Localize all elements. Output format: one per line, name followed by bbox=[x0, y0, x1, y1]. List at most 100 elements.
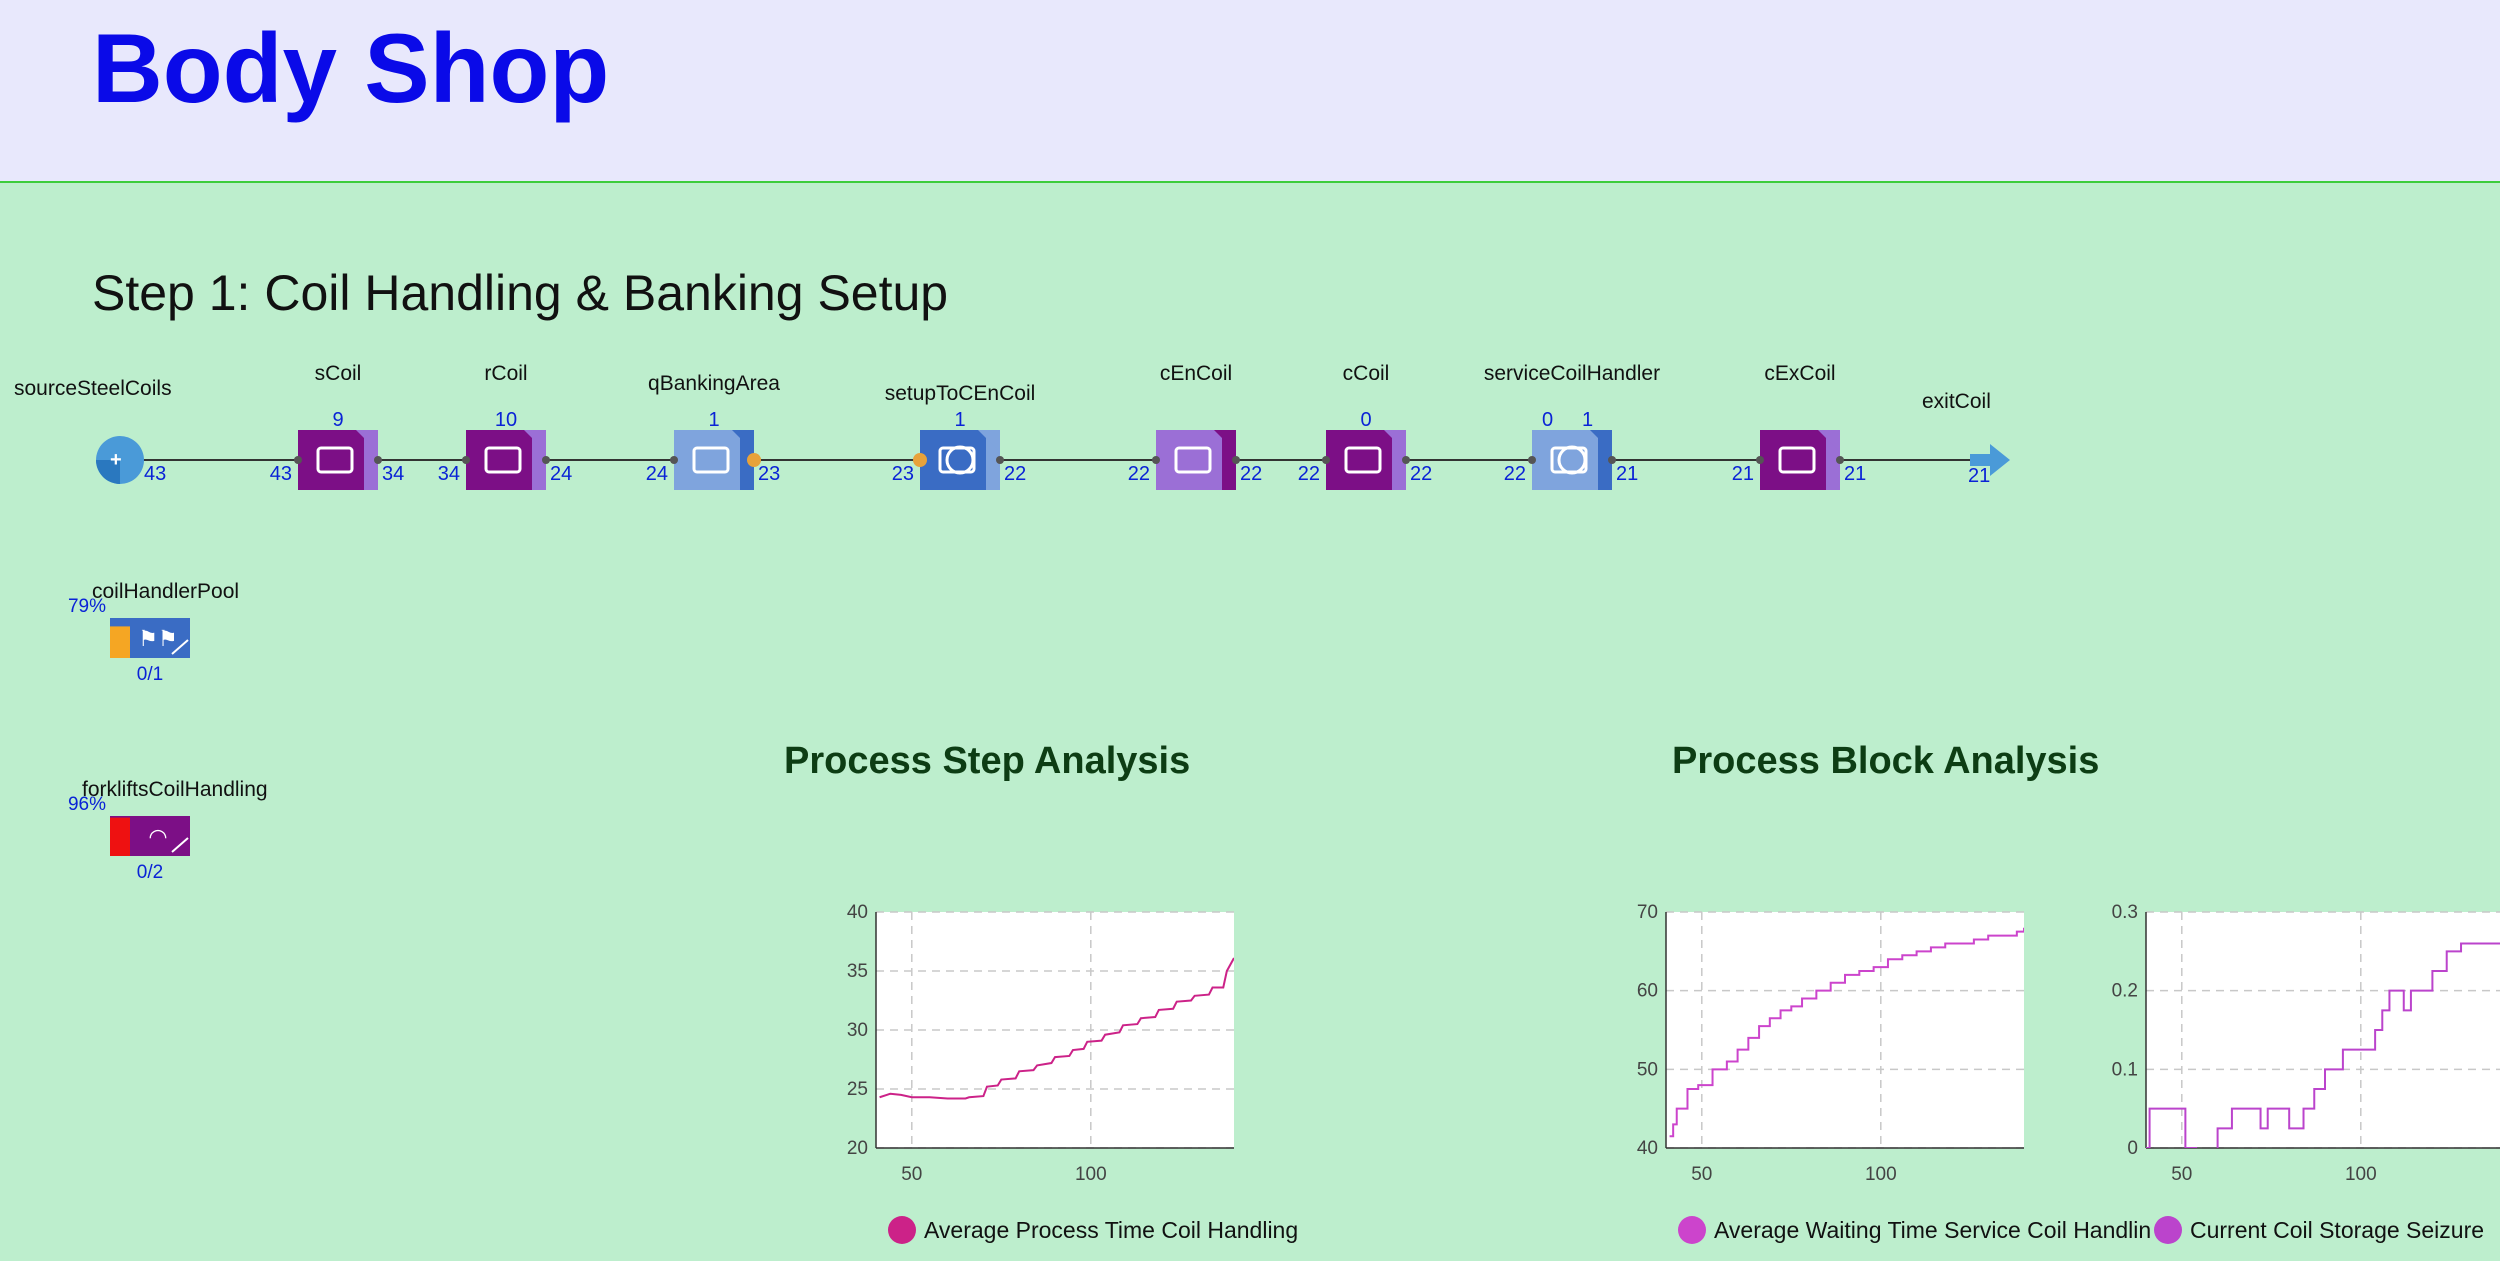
source-icon-shade bbox=[96, 460, 120, 484]
x-tick-label: 50 bbox=[1691, 1164, 1712, 1185]
x-tick-label: 100 bbox=[2345, 1164, 2377, 1185]
block-glyph-icon bbox=[1778, 446, 1816, 474]
y-tick-label: 0 bbox=[2127, 1138, 2138, 1159]
y-tick-label: 0.3 bbox=[2112, 902, 2138, 923]
y-tick-label: 40 bbox=[847, 902, 868, 923]
pool-corner-mark bbox=[171, 639, 189, 655]
legend-swatch bbox=[1678, 1216, 1706, 1244]
in-count: 43 bbox=[270, 463, 292, 485]
process-block-label: qBankingArea bbox=[648, 372, 780, 395]
pool-utilization-bar bbox=[110, 626, 130, 658]
block-corner-fold bbox=[1590, 430, 1612, 452]
workers-icon: ⚑⚑ bbox=[138, 626, 177, 651]
out-port bbox=[1232, 456, 1240, 464]
block-corner-fold bbox=[1214, 430, 1236, 452]
clock-icon bbox=[945, 445, 975, 475]
out-port bbox=[1608, 456, 1616, 464]
legend-storage-seizure[interactable]: Current Coil Storage Seizure bbox=[2152, 1216, 2485, 1244]
in-count: 22 bbox=[1128, 463, 1150, 485]
in-count: 34 bbox=[438, 463, 460, 485]
top-count: 9 bbox=[332, 409, 343, 431]
out-count: 22 bbox=[1240, 463, 1262, 485]
top-count: 0 bbox=[1360, 409, 1371, 431]
in-port bbox=[1756, 456, 1764, 464]
y-tick-label: 50 bbox=[1637, 1059, 1658, 1080]
in-port bbox=[1528, 456, 1536, 464]
in-count: 21 bbox=[1968, 465, 1990, 487]
block-corner-fold bbox=[1818, 430, 1840, 452]
legend-label: Current Coil Storage Seizure bbox=[2190, 1216, 2485, 1243]
out-port bbox=[996, 456, 1004, 464]
port-highlight bbox=[747, 453, 761, 467]
in-count: 24 bbox=[646, 463, 668, 485]
block-glyph-icon bbox=[316, 446, 354, 474]
out-port bbox=[1836, 456, 1844, 464]
in-port bbox=[670, 456, 678, 464]
in-count: 21 bbox=[1732, 463, 1754, 485]
out-count: 43 bbox=[144, 463, 166, 485]
y-tick-label: 70 bbox=[1637, 902, 1658, 923]
pool-count: 0/2 bbox=[137, 862, 163, 883]
pool-utilization: 79% bbox=[68, 596, 106, 617]
process-block-label: cExCoil bbox=[1764, 362, 1835, 385]
out-count: 22 bbox=[1004, 463, 1026, 485]
block-corner-fold bbox=[978, 430, 1000, 452]
process-block-label: sCoil bbox=[315, 362, 362, 385]
exit-arrow-icon[interactable] bbox=[1970, 444, 2010, 476]
out-count: 22 bbox=[1410, 463, 1432, 485]
section-title-step-analysis: Process Step Analysis bbox=[784, 740, 1191, 782]
top-left-count: 0 bbox=[1542, 409, 1553, 431]
step-title: Step 1: Coil Handling & Banking Setup bbox=[92, 265, 949, 321]
resource-pool-label: coilHandlerPool bbox=[92, 580, 239, 603]
process-block-label: setupToCEnCoil bbox=[885, 382, 1036, 405]
plot-area bbox=[1666, 912, 2024, 1148]
process-block-label: serviceCoilHandler bbox=[1484, 362, 1660, 385]
block-corner-fold bbox=[1384, 430, 1406, 452]
y-tick-label: 25 bbox=[847, 1079, 868, 1100]
app-title: Body Shop bbox=[92, 13, 610, 123]
out-count: 21 bbox=[1844, 463, 1866, 485]
process-block-cExCoil[interactable]: cExCoil 21 21 bbox=[1732, 362, 1867, 490]
block-corner-fold bbox=[732, 430, 754, 452]
plot-area bbox=[876, 912, 1234, 1148]
legend-swatch bbox=[2154, 1216, 2182, 1244]
block-glyph-icon bbox=[1174, 446, 1212, 474]
process-block-sCoil[interactable]: sCoil 9 43 34 bbox=[270, 362, 405, 490]
y-tick-label: 30 bbox=[847, 1020, 868, 1041]
legend-label: Average Waiting Time Service Coil Handli… bbox=[1714, 1216, 2164, 1243]
process-block-source[interactable]: sourceSteelCoils+43 bbox=[14, 377, 172, 485]
y-tick-label: 40 bbox=[1637, 1138, 1658, 1159]
plot-area bbox=[2146, 912, 2500, 1148]
plus-glyph: + bbox=[110, 449, 122, 471]
resource-pool-forklift[interactable]: forkliftsCoilHandling◠96%0/2 bbox=[68, 778, 268, 883]
legend-waiting-time[interactable]: Average Waiting Time Service Coil Handli… bbox=[1678, 1216, 2164, 1244]
resource-pool-handler[interactable]: coilHandlerPool⚑⚑79%0/1 bbox=[68, 580, 239, 685]
port-highlight bbox=[913, 453, 927, 467]
block-corner-fold bbox=[356, 430, 378, 452]
pool-utilization-bar bbox=[110, 817, 130, 856]
in-port bbox=[1322, 456, 1330, 464]
x-tick-label: 100 bbox=[1075, 1164, 1107, 1185]
legend-process-time[interactable]: Average Process Time Coil Handling bbox=[888, 1216, 1298, 1244]
top-count: 10 bbox=[495, 409, 517, 431]
section-title-block-analysis: Process Block Analysis bbox=[1672, 740, 2100, 782]
resource-pool-label: forkliftsCoilHandling bbox=[82, 778, 268, 801]
process-block-label: cCoil bbox=[1343, 362, 1390, 385]
pool-utilization: 96% bbox=[68, 794, 106, 815]
series-line bbox=[1669, 927, 2024, 1138]
y-tick-label: 60 bbox=[1637, 981, 1658, 1002]
out-count: 34 bbox=[382, 463, 404, 485]
pool-corner-mark bbox=[171, 837, 189, 853]
in-port bbox=[294, 456, 302, 464]
